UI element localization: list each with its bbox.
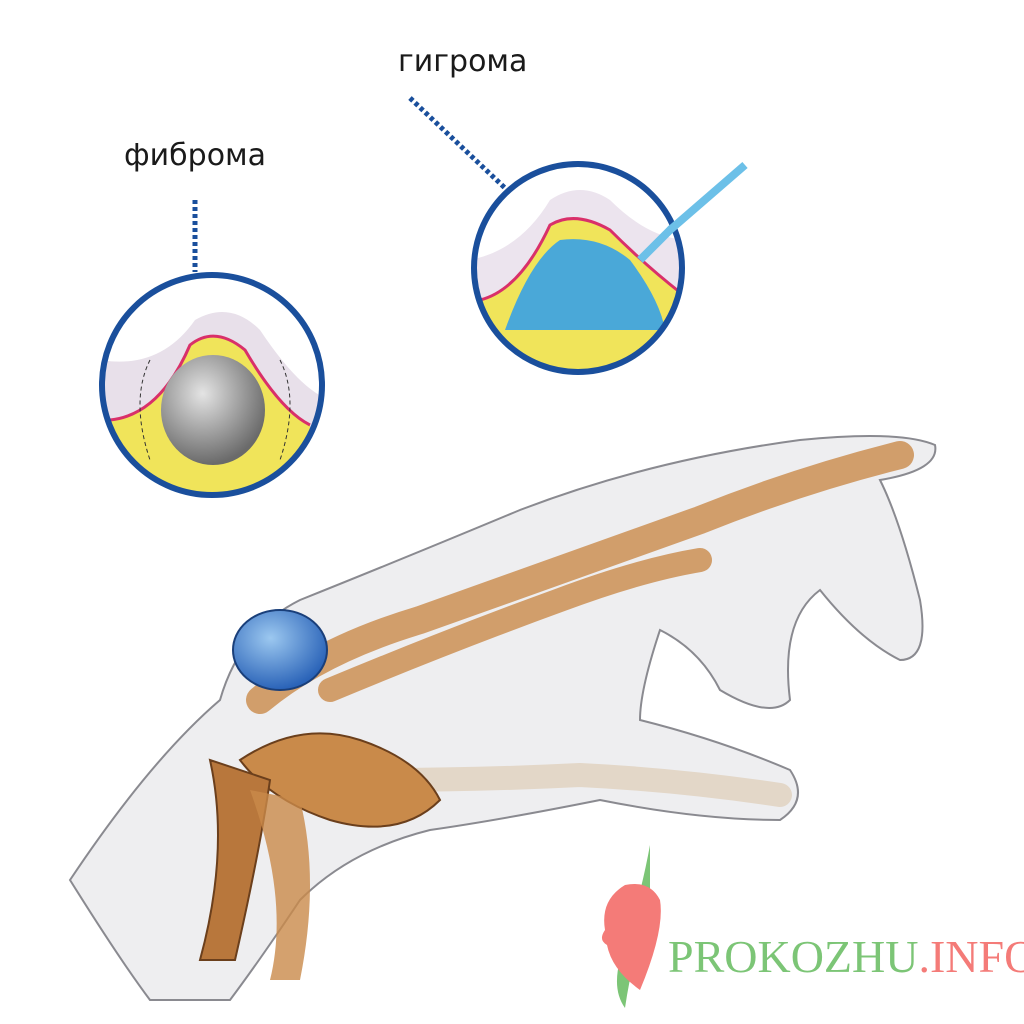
hygroma-inset bbox=[476, 166, 680, 370]
hand bbox=[68, 435, 937, 1001]
needle bbox=[667, 161, 748, 234]
hygroma-inset-border bbox=[471, 161, 685, 375]
hygroma-cyst bbox=[232, 609, 328, 691]
fibroma-inset-border bbox=[99, 272, 325, 498]
fibroma-label: фиброма bbox=[124, 138, 267, 173]
fibroma-inset bbox=[104, 277, 320, 493]
hygroma-pointer-line bbox=[408, 96, 507, 190]
logo-name: PROKOZHU bbox=[668, 931, 919, 982]
hygroma-label: гигрома bbox=[398, 44, 528, 79]
site-logo-text: PROKOZHU.INFO bbox=[668, 930, 1024, 983]
logo-emblem bbox=[601, 845, 661, 1008]
logo-domain: .INFO bbox=[918, 931, 1024, 982]
